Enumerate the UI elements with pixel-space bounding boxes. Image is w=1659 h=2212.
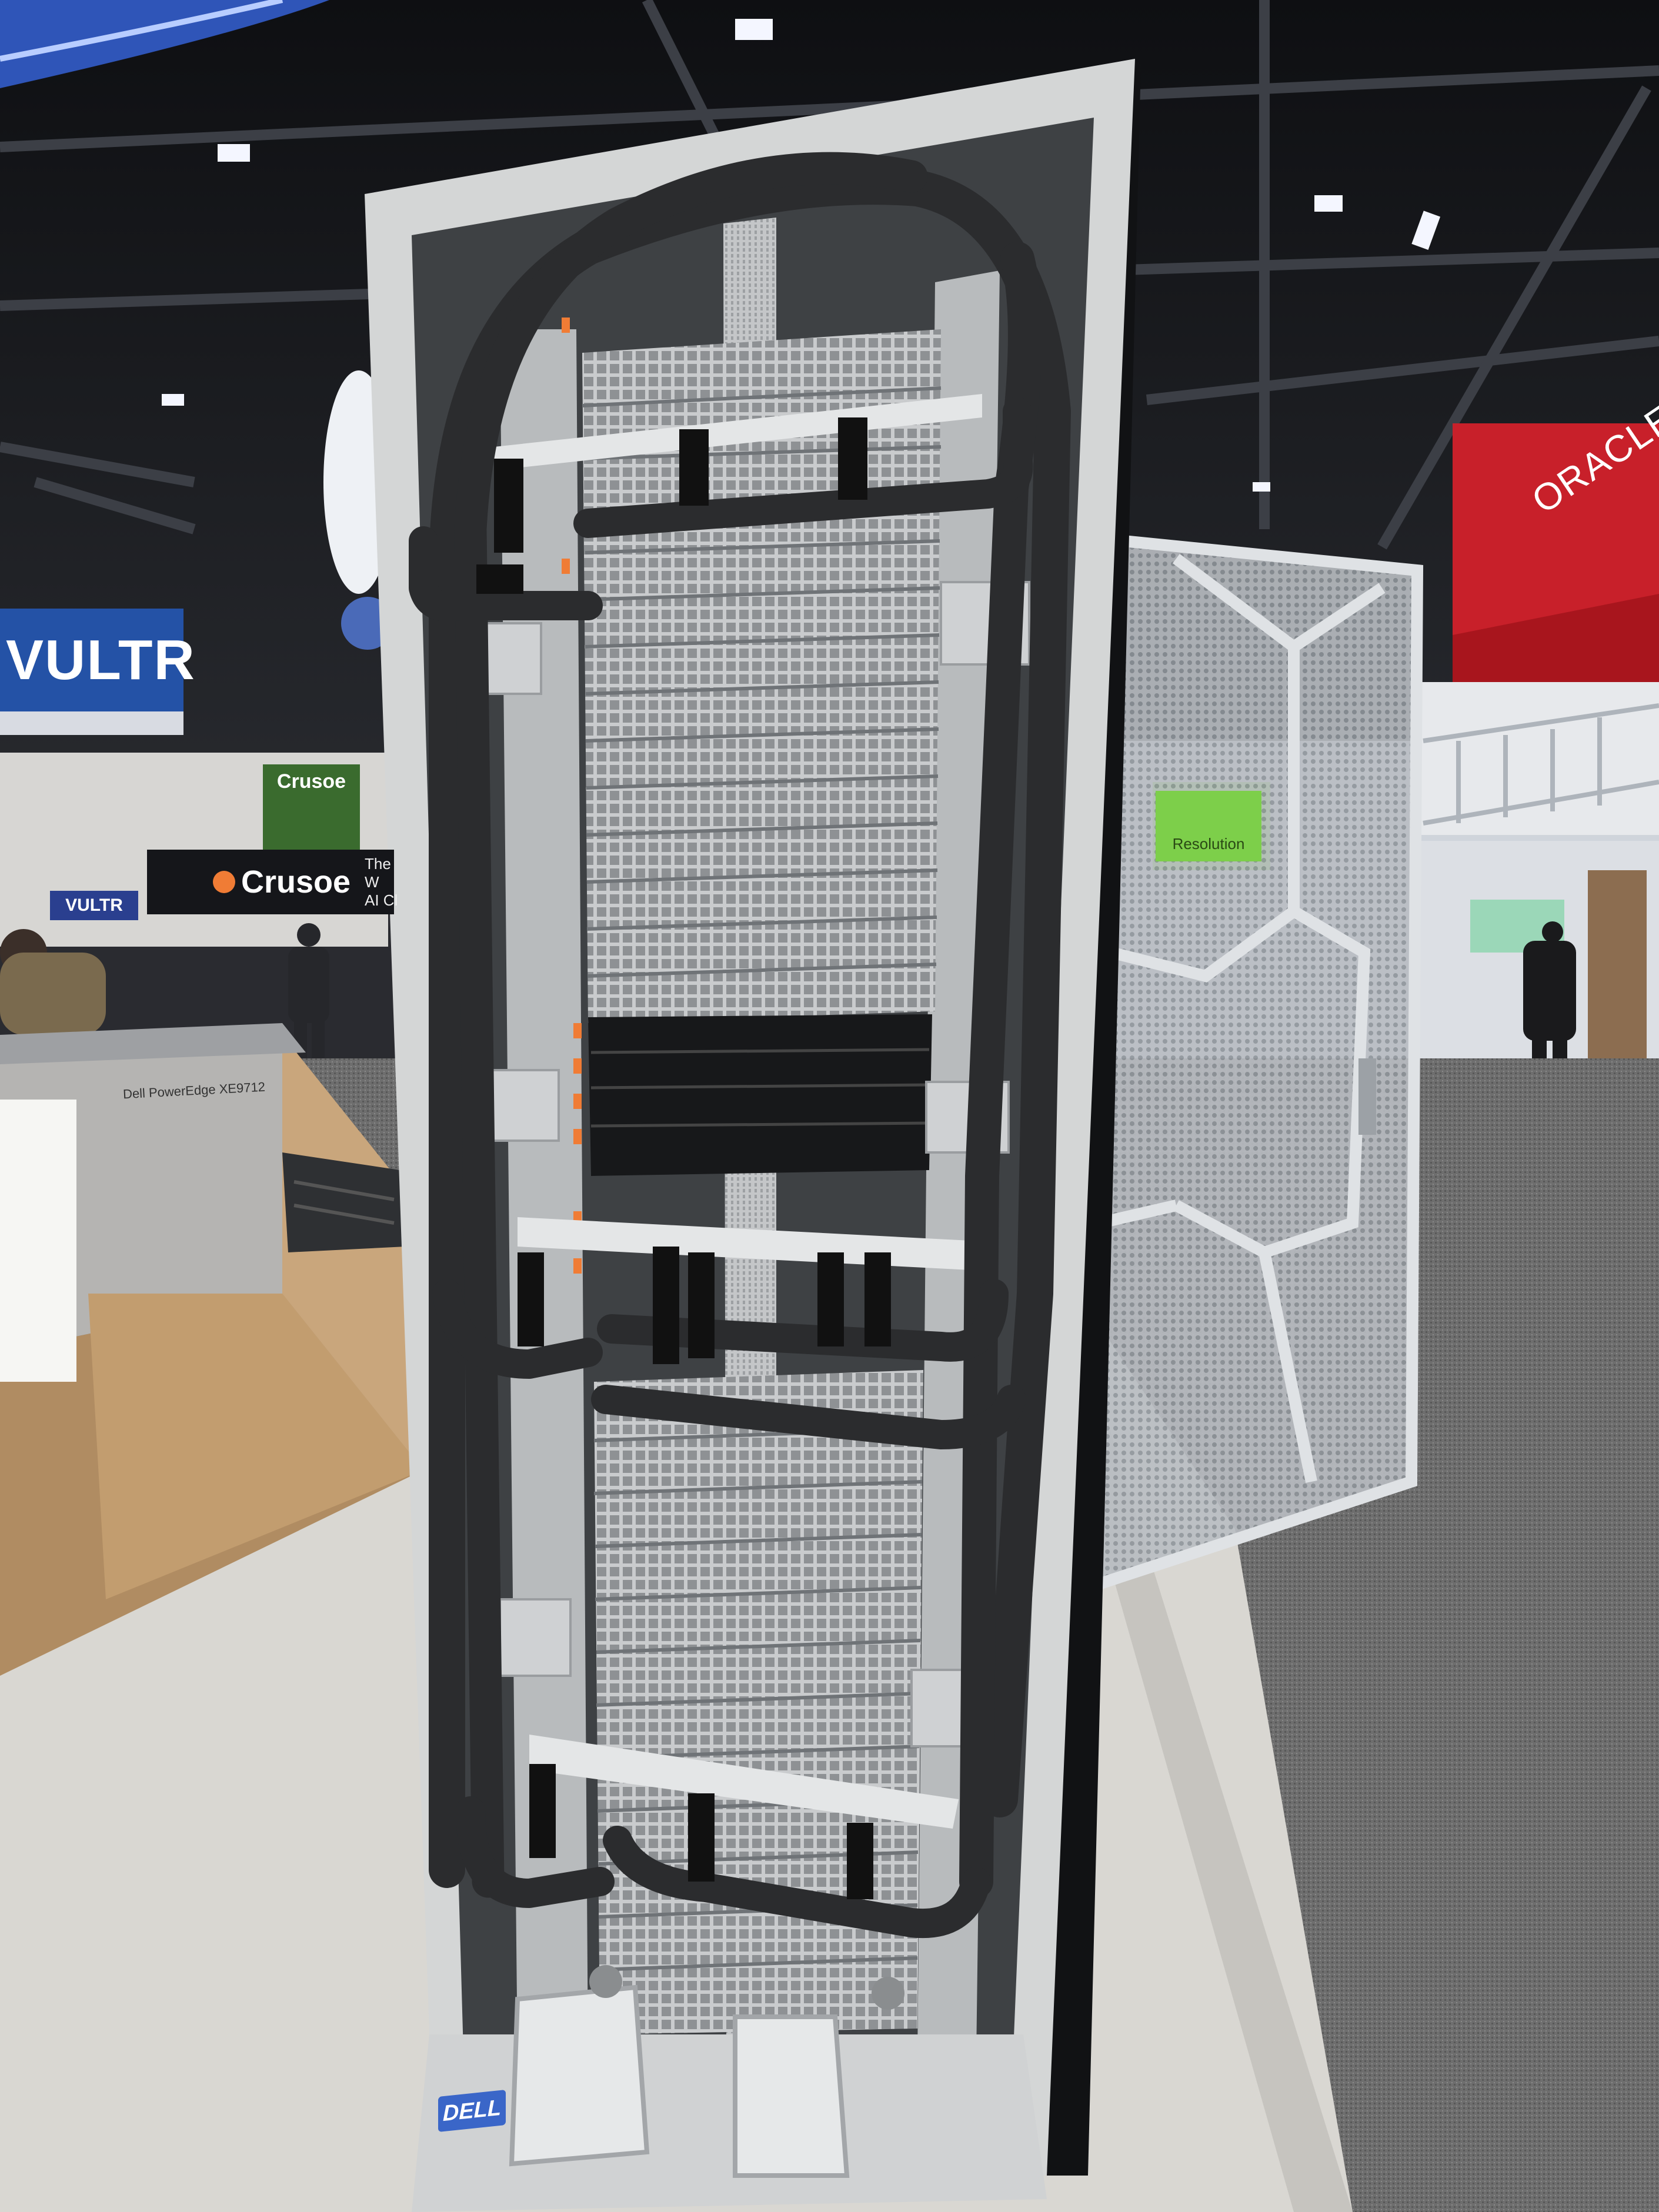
crusoe-booth-label: Crusoe	[241, 864, 351, 900]
vultr-sign: VULTR	[0, 609, 195, 735]
velcro-straps	[476, 417, 891, 1899]
cooling-hoses	[409, 152, 1071, 1939]
crusoe-booth-sign: Crusoe	[147, 850, 394, 914]
cable-tray-bottom	[529, 1735, 959, 1829]
booth-railing	[1411, 682, 1659, 835]
vultr-booth-sign: VULTR	[50, 891, 138, 920]
cable-crate	[282, 1152, 406, 1252]
display-counter	[0, 1023, 423, 1676]
rack-door-mesh	[1081, 534, 1424, 1596]
rack-base	[412, 1965, 1047, 2212]
drive-bays	[588, 1014, 932, 1176]
person-foreground-left	[0, 929, 106, 1035]
cable-tray-top	[494, 394, 982, 470]
green-banner-text: Resolution	[1156, 791, 1261, 861]
blue-ceiling-sign	[0, 0, 329, 88]
crusoe-tagline: The W AI Cl	[365, 854, 398, 909]
cable-tray-mid	[518, 1217, 970, 1270]
ceiling-lights	[162, 19, 1441, 492]
crusoe-logo-icon	[213, 871, 235, 893]
crusoe-hanging-sign: Crusoe	[263, 764, 360, 853]
dell-logo-badge: DELL	[438, 2089, 506, 2133]
